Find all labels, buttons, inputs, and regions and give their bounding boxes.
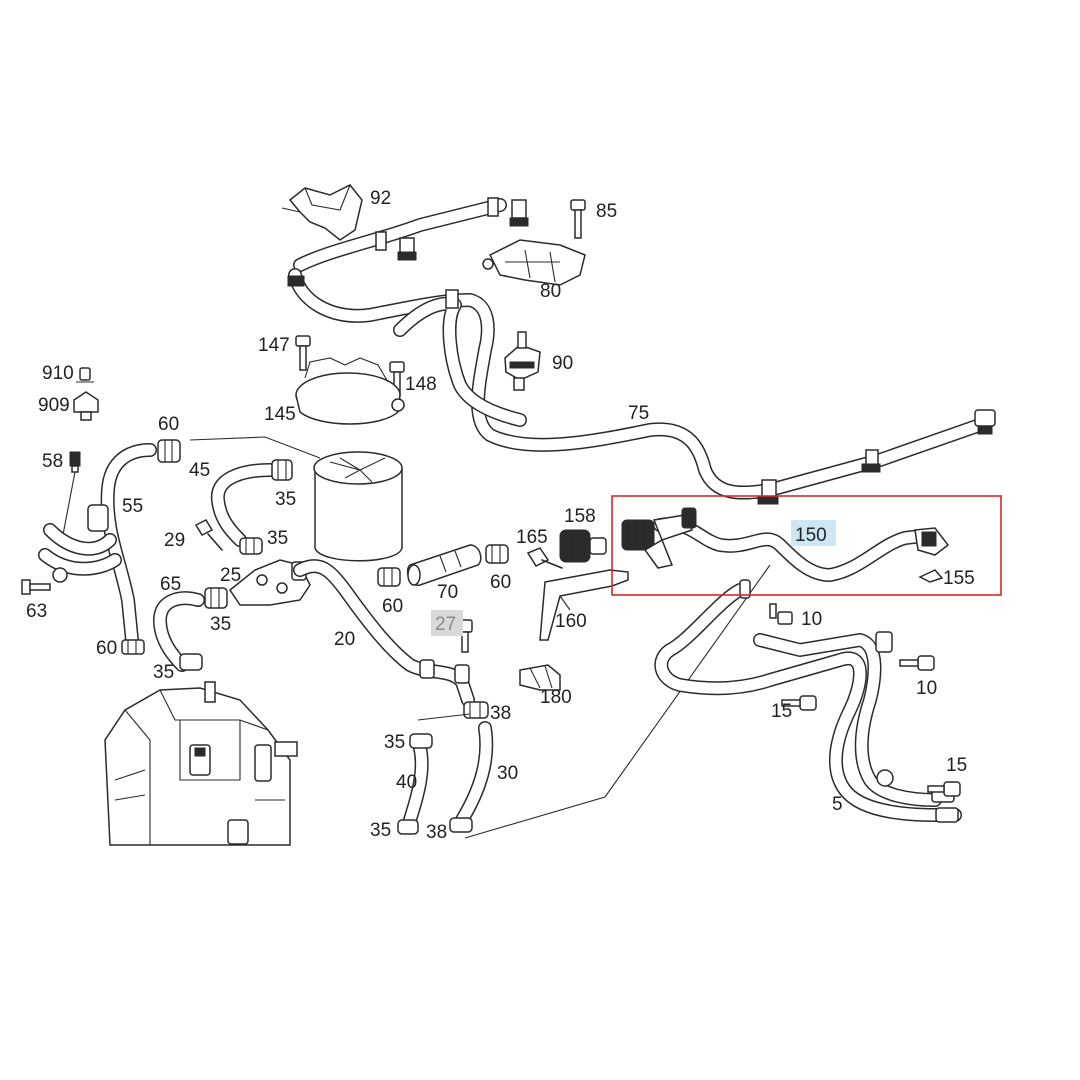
fitting-165[interactable] xyxy=(526,547,563,569)
callout-90[interactable]: 90 xyxy=(552,353,573,374)
selection-box-150 xyxy=(611,495,1002,596)
callout-910[interactable]: 910 xyxy=(42,363,74,384)
callout-155[interactable]: 155 xyxy=(943,568,975,589)
callout-10-lower[interactable]: 10 xyxy=(916,678,937,699)
hose-45[interactable] xyxy=(210,463,277,547)
holder-80[interactable] xyxy=(482,239,586,286)
callout-165[interactable]: 165 xyxy=(516,527,548,548)
clip-180[interactable] xyxy=(519,664,561,691)
callout-27-dim xyxy=(431,610,463,636)
callout-92[interactable]: 92 xyxy=(370,188,391,209)
fuel-line-left[interactable] xyxy=(38,504,122,583)
bolt-10-a[interactable] xyxy=(769,603,793,625)
fuel-line-20[interactable] xyxy=(293,559,475,707)
callout-85[interactable]: 85 xyxy=(596,201,617,222)
clamp-60-a[interactable] xyxy=(377,567,401,587)
callout-35-lower[interactable]: 35 xyxy=(384,732,405,753)
hose-30[interactable] xyxy=(455,721,494,827)
callout-40[interactable]: 40 xyxy=(396,772,417,793)
clamp-35-lower-a[interactable] xyxy=(409,733,433,749)
callout-35-bottom-left[interactable]: 35 xyxy=(153,662,174,683)
clamp-35-mid[interactable] xyxy=(239,537,263,555)
callout-38-bottom[interactable]: 38 xyxy=(426,822,447,843)
callout-148[interactable]: 148 xyxy=(405,374,437,395)
callout-5[interactable]: 5 xyxy=(832,794,843,815)
callout-75[interactable]: 75 xyxy=(628,403,649,424)
callout-63[interactable]: 63 xyxy=(26,601,47,622)
callout-25[interactable]: 25 xyxy=(220,565,241,586)
bolt-15-a[interactable] xyxy=(781,695,817,711)
clamp-60-b[interactable] xyxy=(485,544,509,564)
hose-55[interactable] xyxy=(100,439,181,647)
bolt-147[interactable] xyxy=(295,335,311,371)
callout-58[interactable]: 58 xyxy=(42,451,63,472)
callout-labels: 92 85 80 90 147 148 145 75 910 909 58 60… xyxy=(26,188,975,843)
callout-10-upper[interactable]: 10 xyxy=(801,609,822,630)
callout-29[interactable]: 29 xyxy=(164,530,185,551)
return-hose-assembly[interactable] xyxy=(287,197,996,505)
callout-150[interactable]: 150 xyxy=(795,525,827,546)
union-158[interactable] xyxy=(559,529,607,563)
callout-160[interactable]: 160 xyxy=(555,611,587,632)
fuel-line-150[interactable] xyxy=(621,507,950,582)
callout-35-left[interactable]: 35 xyxy=(210,614,231,635)
callout-60-left[interactable]: 60 xyxy=(96,638,117,659)
clamp-38-bottom[interactable] xyxy=(449,817,473,833)
clamp-35-top[interactable] xyxy=(271,459,293,481)
callout-15-upper[interactable]: 15 xyxy=(771,701,792,722)
leader-line-38 xyxy=(417,713,471,721)
valve-90[interactable] xyxy=(504,331,541,391)
bolt-15-b[interactable] xyxy=(927,781,961,797)
bolt-148[interactable] xyxy=(389,361,405,395)
callout-38-top[interactable]: 38 xyxy=(490,703,511,724)
fuel-filter[interactable] xyxy=(189,436,403,562)
callout-27[interactable]: 27 xyxy=(435,614,456,635)
connector-70[interactable] xyxy=(406,544,482,586)
bolt-27[interactable] xyxy=(457,619,473,653)
callout-145[interactable]: 145 xyxy=(264,404,296,425)
screw-63[interactable] xyxy=(21,579,51,595)
hose-65[interactable] xyxy=(153,587,228,672)
clamp-38-top[interactable] xyxy=(463,701,489,719)
callout-180[interactable]: 180 xyxy=(540,687,572,708)
callout-70[interactable]: 70 xyxy=(437,582,458,603)
clip-155[interactable] xyxy=(918,569,944,583)
filter-clamp-145[interactable] xyxy=(295,357,405,425)
clamp-60-lower[interactable] xyxy=(121,639,145,655)
callout-20[interactable]: 20 xyxy=(334,629,355,650)
callout-35-top[interactable]: 35 xyxy=(275,489,296,510)
bracket-92[interactable] xyxy=(281,184,363,241)
screw-85[interactable] xyxy=(570,199,586,239)
high-pressure-pump[interactable] xyxy=(104,681,298,846)
callout-60-right[interactable]: 60 xyxy=(490,572,511,593)
callout-65[interactable]: 65 xyxy=(160,574,181,595)
sensor-58[interactable] xyxy=(61,451,81,541)
screw-29[interactable] xyxy=(194,519,223,551)
bolt-10-b[interactable] xyxy=(899,655,935,671)
callout-909[interactable]: 909 xyxy=(38,395,70,416)
clamp-35-lower-b[interactable] xyxy=(397,819,419,835)
callout-158[interactable]: 158 xyxy=(564,506,596,527)
leader-line-150 xyxy=(464,564,771,839)
callout-60-center[interactable]: 60 xyxy=(382,596,403,617)
cap-910[interactable] xyxy=(76,367,94,383)
callout-35-bottom[interactable]: 35 xyxy=(370,820,391,841)
callout-35-mid[interactable]: 35 xyxy=(267,528,288,549)
callout-55[interactable]: 55 xyxy=(122,496,143,517)
callout-80[interactable]: 80 xyxy=(540,281,561,302)
hose-40[interactable] xyxy=(403,741,429,827)
callout-45[interactable]: 45 xyxy=(189,460,210,481)
callout-150-highlight xyxy=(791,520,836,546)
callout-147[interactable]: 147 xyxy=(258,335,290,356)
callout-30[interactable]: 30 xyxy=(497,763,518,784)
connector-909[interactable] xyxy=(73,391,99,421)
callout-15-lower[interactable]: 15 xyxy=(946,755,967,776)
callout-60-top[interactable]: 60 xyxy=(158,414,179,435)
